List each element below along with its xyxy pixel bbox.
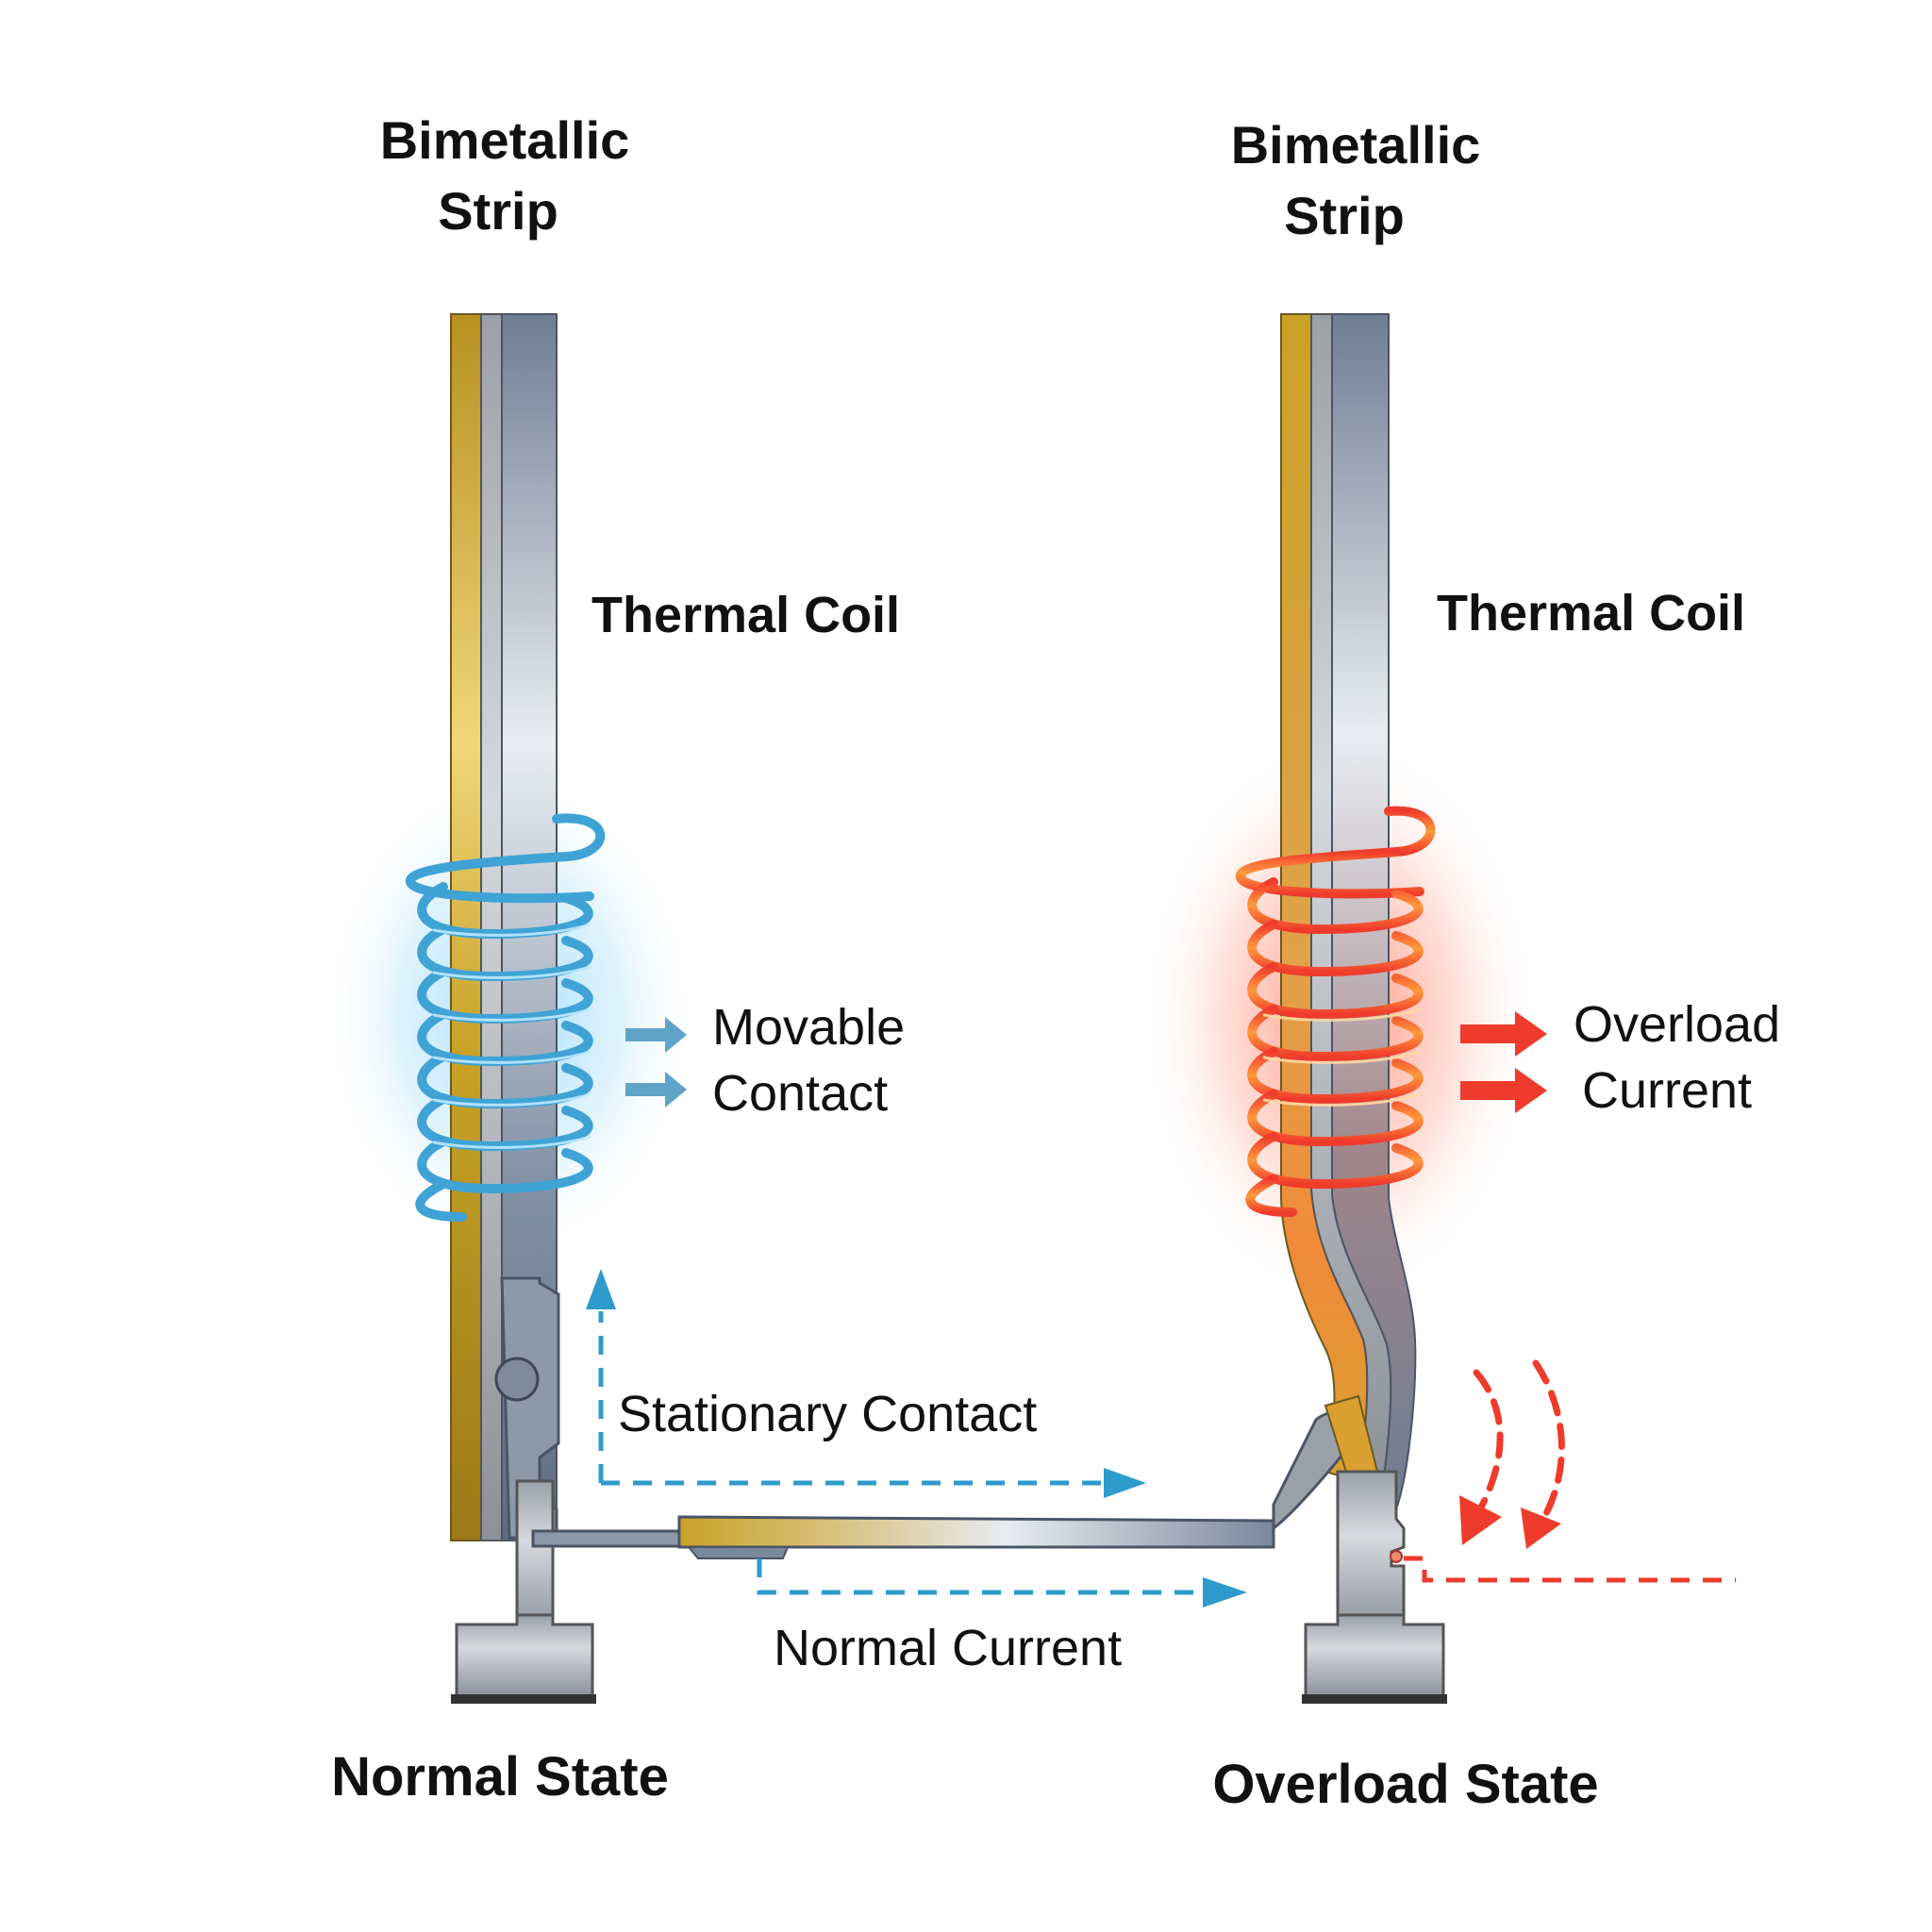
left-coil-label: Thermal Coil (591, 587, 900, 643)
overload-stationary-contact-point (1390, 1550, 1403, 1563)
overload-current-arrows (1460, 1011, 1547, 1113)
arrow-right-icon (625, 1072, 687, 1108)
stationary-contact-label: Stationary Contact (618, 1386, 1037, 1442)
arrow-right-icon (1460, 1068, 1547, 1113)
overload-current-label-line1: Overload (1574, 996, 1780, 1053)
movable-contact-arrows (625, 1017, 687, 1108)
normal-coil-highlight (432, 923, 591, 1149)
overload-thermal-coil (1236, 806, 1436, 1217)
movable-contact-label-line2: Contact (712, 1065, 888, 1122)
normal-current-label: Normal Current (774, 1620, 1122, 1676)
arrow-up-icon (586, 1269, 616, 1309)
overload-coil-highlight (1262, 1008, 1422, 1107)
overload-current-path (1404, 1556, 1736, 1583)
overload-current-label-line2: Current (1582, 1062, 1752, 1119)
right-bimetallic-strip (1280, 313, 1417, 1512)
movable-contact-bar (531, 1515, 1275, 1559)
normal-current-path (757, 1558, 1198, 1595)
right-strip-label-line1: Bimetallic (1231, 115, 1481, 175)
left-strip-label-line2: Strip (438, 181, 558, 241)
arrow-right-icon (625, 1017, 687, 1053)
arrow-right-icon (1104, 1468, 1146, 1498)
arrow-right-icon (1460, 1011, 1547, 1057)
stationary-contact-current-path (598, 1311, 1113, 1486)
curved-arrow-down-icon (1521, 1507, 1561, 1549)
left-pivot-pin (494, 1357, 540, 1402)
right-strip-label-line2: Strip (1284, 186, 1405, 245)
right-stationary-block (1302, 1470, 1447, 1704)
left-base (451, 1479, 596, 1704)
normal-state-assembly (321, 313, 1275, 1704)
deflection-arrows (1473, 1359, 1565, 1524)
arrow-right-icon (1203, 1577, 1247, 1607)
overload-state-label: Overload State (1212, 1754, 1598, 1815)
left-strip-label-line1: Bimetallic (380, 110, 630, 170)
right-coil-label: Thermal Coil (1437, 585, 1745, 641)
normal-state-label: Normal State (331, 1746, 669, 1807)
curved-arrow-down-icon (1459, 1495, 1502, 1545)
overload-state-assembly (1141, 313, 1736, 1704)
movable-contact-label-line1: Movable (712, 999, 905, 1056)
